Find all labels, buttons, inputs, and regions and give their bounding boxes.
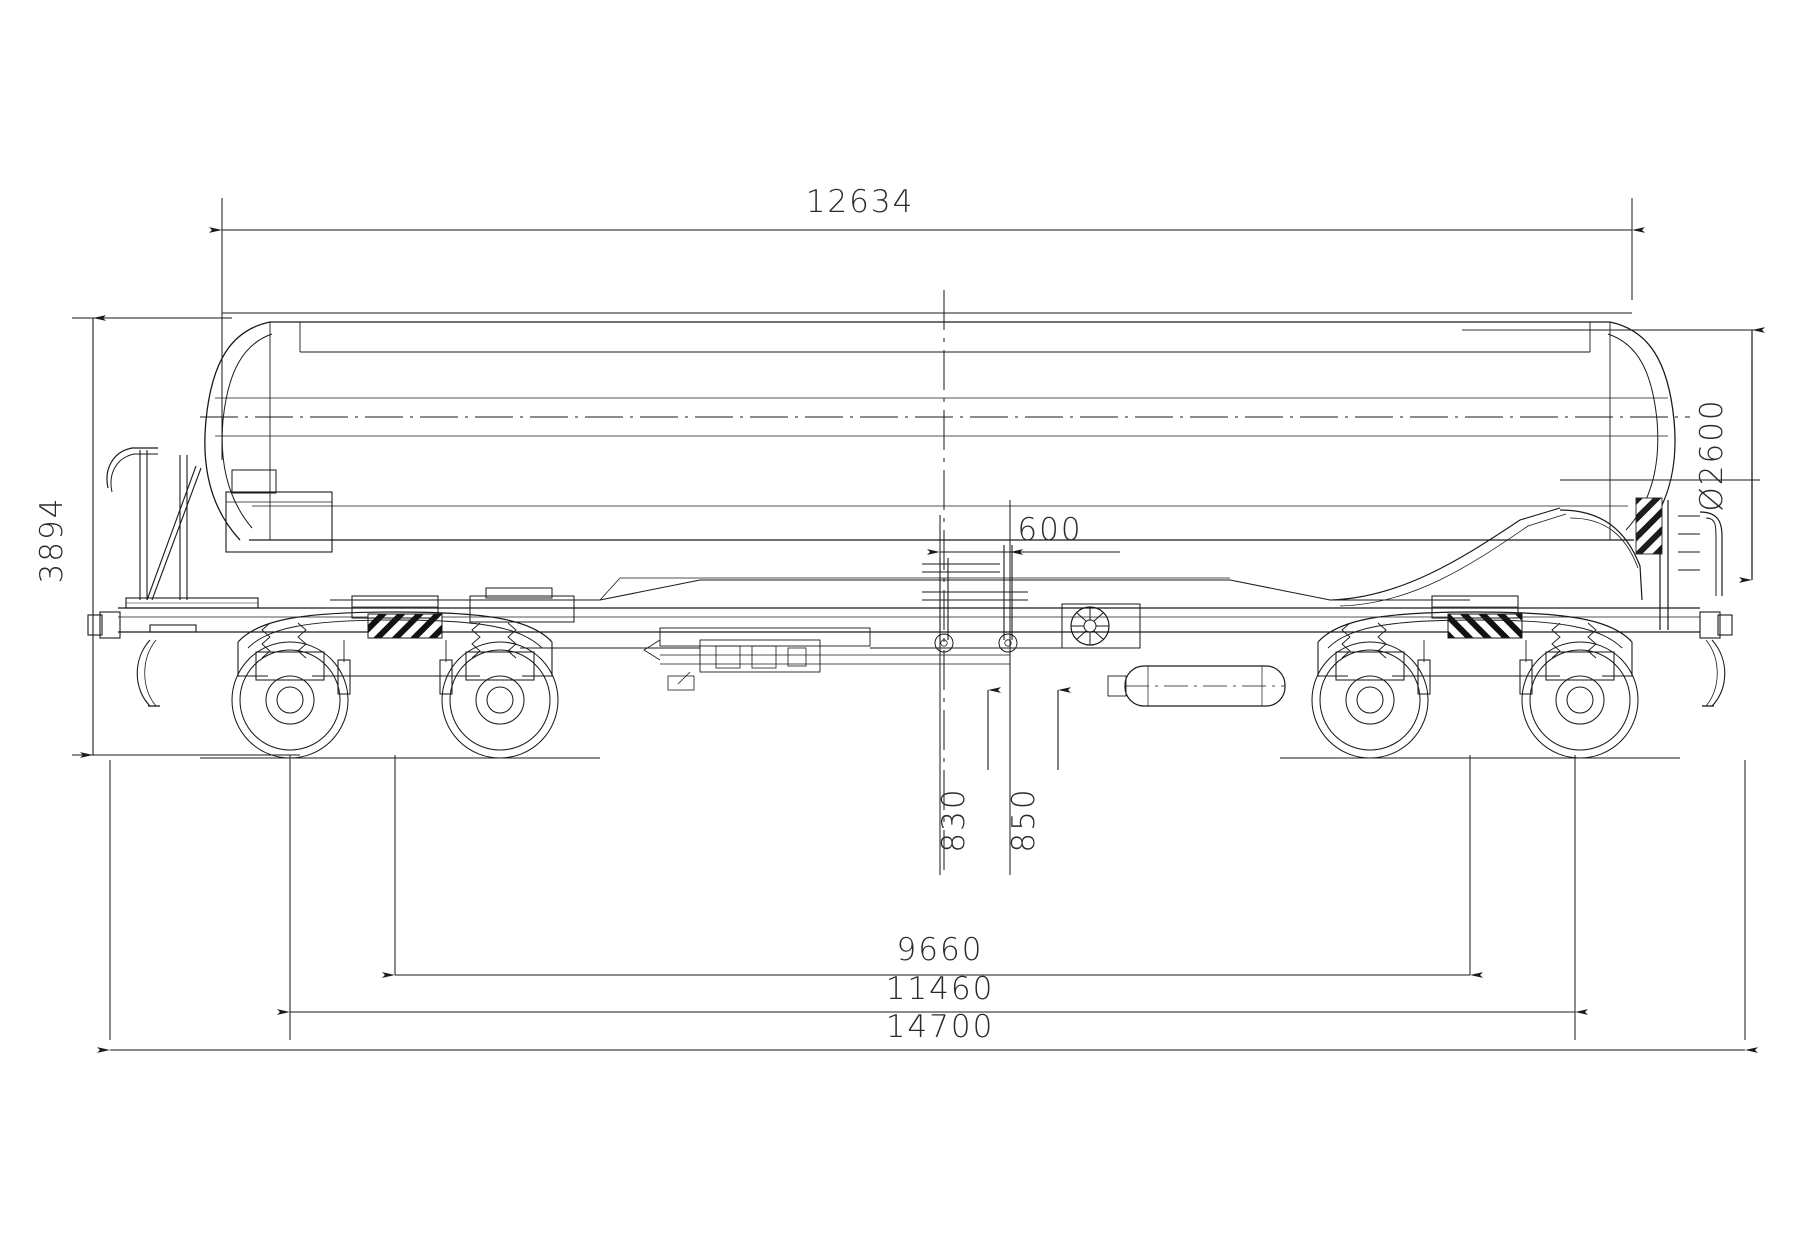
tank-barrel xyxy=(204,321,1676,544)
left-end-platform xyxy=(106,447,259,633)
air-reservoir xyxy=(1107,665,1286,707)
left-equipment-cabinet xyxy=(225,469,333,553)
centre-post-frame xyxy=(922,545,1028,653)
dimension-label-12634: 12634 xyxy=(806,184,915,220)
extension-lines xyxy=(72,198,1760,1040)
dimension-label-9660: 9660 xyxy=(897,932,984,968)
manhole-cover xyxy=(469,587,575,623)
dimension-label-11460: 11460 xyxy=(886,971,995,1007)
right-end-ladder xyxy=(1635,497,1723,630)
right-end-fairing xyxy=(1559,509,1643,601)
dimension-label-850: 850 xyxy=(1006,787,1042,852)
dimension-label-600: 600 xyxy=(1017,512,1082,548)
dimension-label-830: 830 xyxy=(936,787,972,852)
brake-handwheel xyxy=(1061,603,1141,649)
bogie-left xyxy=(136,595,600,759)
dimension-label-2600: Ø2600 xyxy=(1694,398,1730,511)
brake-rigging-assembly xyxy=(520,627,1130,691)
dimension-label-14700: 14700 xyxy=(886,1009,995,1045)
dimension-label-3894: 3894 xyxy=(34,497,70,584)
bogie-right xyxy=(1280,595,1726,759)
